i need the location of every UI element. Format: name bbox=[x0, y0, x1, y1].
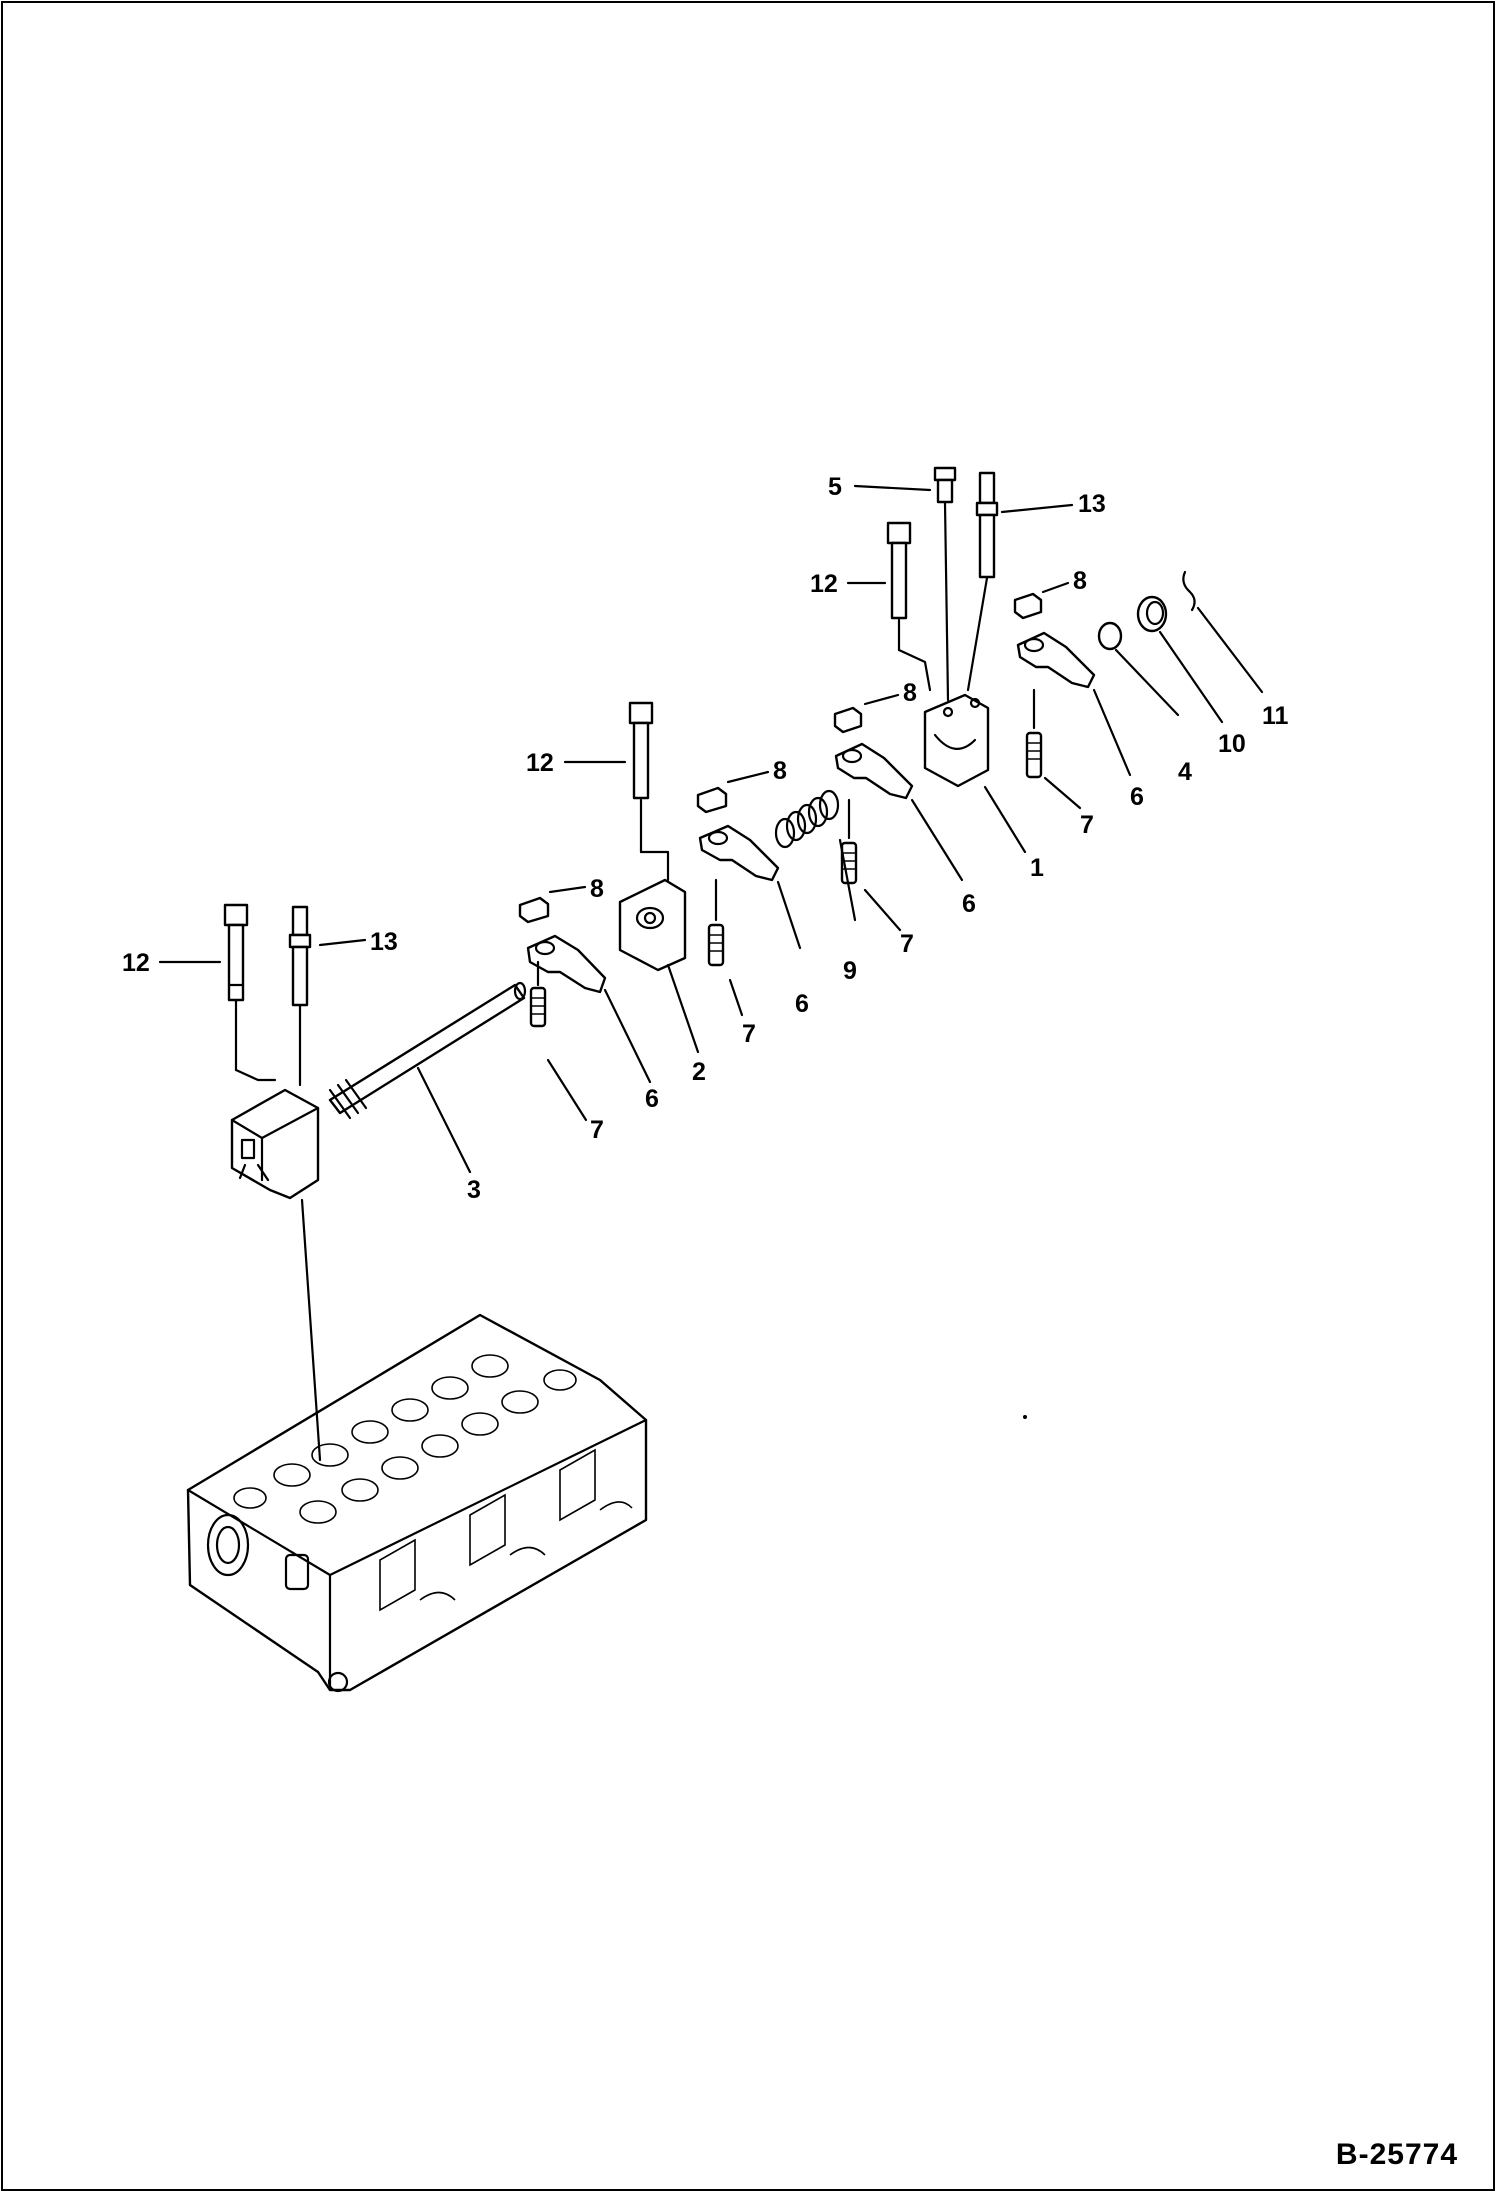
cap-8-b bbox=[696, 786, 728, 814]
cap-8-a bbox=[518, 896, 550, 924]
callout-3: 3 bbox=[467, 1176, 481, 1204]
adjust-screw-2 bbox=[707, 923, 725, 967]
callout-8-d: 8 bbox=[1073, 567, 1087, 595]
rocker-shaft bbox=[328, 981, 527, 1120]
cap-8-c bbox=[833, 706, 863, 734]
leader-lines bbox=[158, 484, 1264, 1174]
callout-6-a: 6 bbox=[645, 1085, 659, 1113]
stud-13-left bbox=[288, 905, 312, 1007]
bolt-12-center bbox=[628, 701, 654, 800]
plug-10 bbox=[1136, 595, 1168, 633]
callout-labels: 12 13 12 12 5 13 8 8 8 8 3 7 6 2 7 6 9 7… bbox=[122, 473, 1289, 1204]
callout-6-b: 6 bbox=[795, 990, 809, 1018]
rocker-arm-2 bbox=[698, 824, 780, 882]
callout-6-d: 6 bbox=[1130, 783, 1144, 811]
callout-8-a: 8 bbox=[590, 875, 604, 903]
bracket-1 bbox=[923, 693, 990, 788]
center-line bbox=[300, 1198, 322, 1462]
clip-11 bbox=[1182, 570, 1196, 612]
callout-11: 11 bbox=[1262, 702, 1289, 730]
callout-1: 1 bbox=[1030, 854, 1044, 882]
bracket-2 bbox=[618, 878, 687, 972]
cylinder-head bbox=[186, 1313, 648, 1693]
alignment-lines bbox=[234, 501, 1036, 1087]
callout-2: 2 bbox=[692, 1058, 706, 1086]
rocker-arm-1 bbox=[526, 934, 607, 994]
callout-9: 9 bbox=[843, 957, 857, 985]
callout-8-c: 8 bbox=[903, 679, 917, 707]
callout-7-a: 7 bbox=[590, 1116, 604, 1144]
bolt-12-left bbox=[223, 903, 249, 1002]
stray-dot bbox=[1023, 1415, 1027, 1419]
bolt-5 bbox=[933, 466, 957, 504]
adjust-screw-4 bbox=[1025, 731, 1043, 779]
callout-7-c: 7 bbox=[900, 930, 914, 958]
callout-6-c: 6 bbox=[962, 890, 976, 918]
callout-12-center: 12 bbox=[526, 749, 554, 777]
drawing-number: B-25774 bbox=[1335, 2138, 1458, 2171]
callout-13-right: 13 bbox=[1078, 490, 1106, 518]
cap-8-d bbox=[1013, 592, 1043, 620]
ring-4 bbox=[1097, 621, 1123, 651]
bolt-12-right bbox=[886, 521, 912, 620]
callout-8-b: 8 bbox=[773, 757, 787, 785]
callout-13-left: 13 bbox=[370, 928, 398, 956]
callout-10: 10 bbox=[1218, 730, 1246, 758]
callout-7-b: 7 bbox=[742, 1020, 756, 1048]
stud-13-right bbox=[975, 471, 999, 579]
left-bracket bbox=[230, 1088, 320, 1200]
callout-4: 4 bbox=[1178, 758, 1192, 786]
callout-12-right: 12 bbox=[810, 570, 838, 598]
spring-9 bbox=[774, 789, 840, 849]
rocker-arm-4 bbox=[1016, 631, 1096, 689]
adjust-screw-1 bbox=[529, 986, 547, 1028]
rocker-arm-3 bbox=[834, 742, 914, 800]
callout-12-left: 12 bbox=[122, 949, 150, 977]
callout-7-d: 7 bbox=[1080, 811, 1094, 839]
callout-5: 5 bbox=[828, 473, 842, 501]
